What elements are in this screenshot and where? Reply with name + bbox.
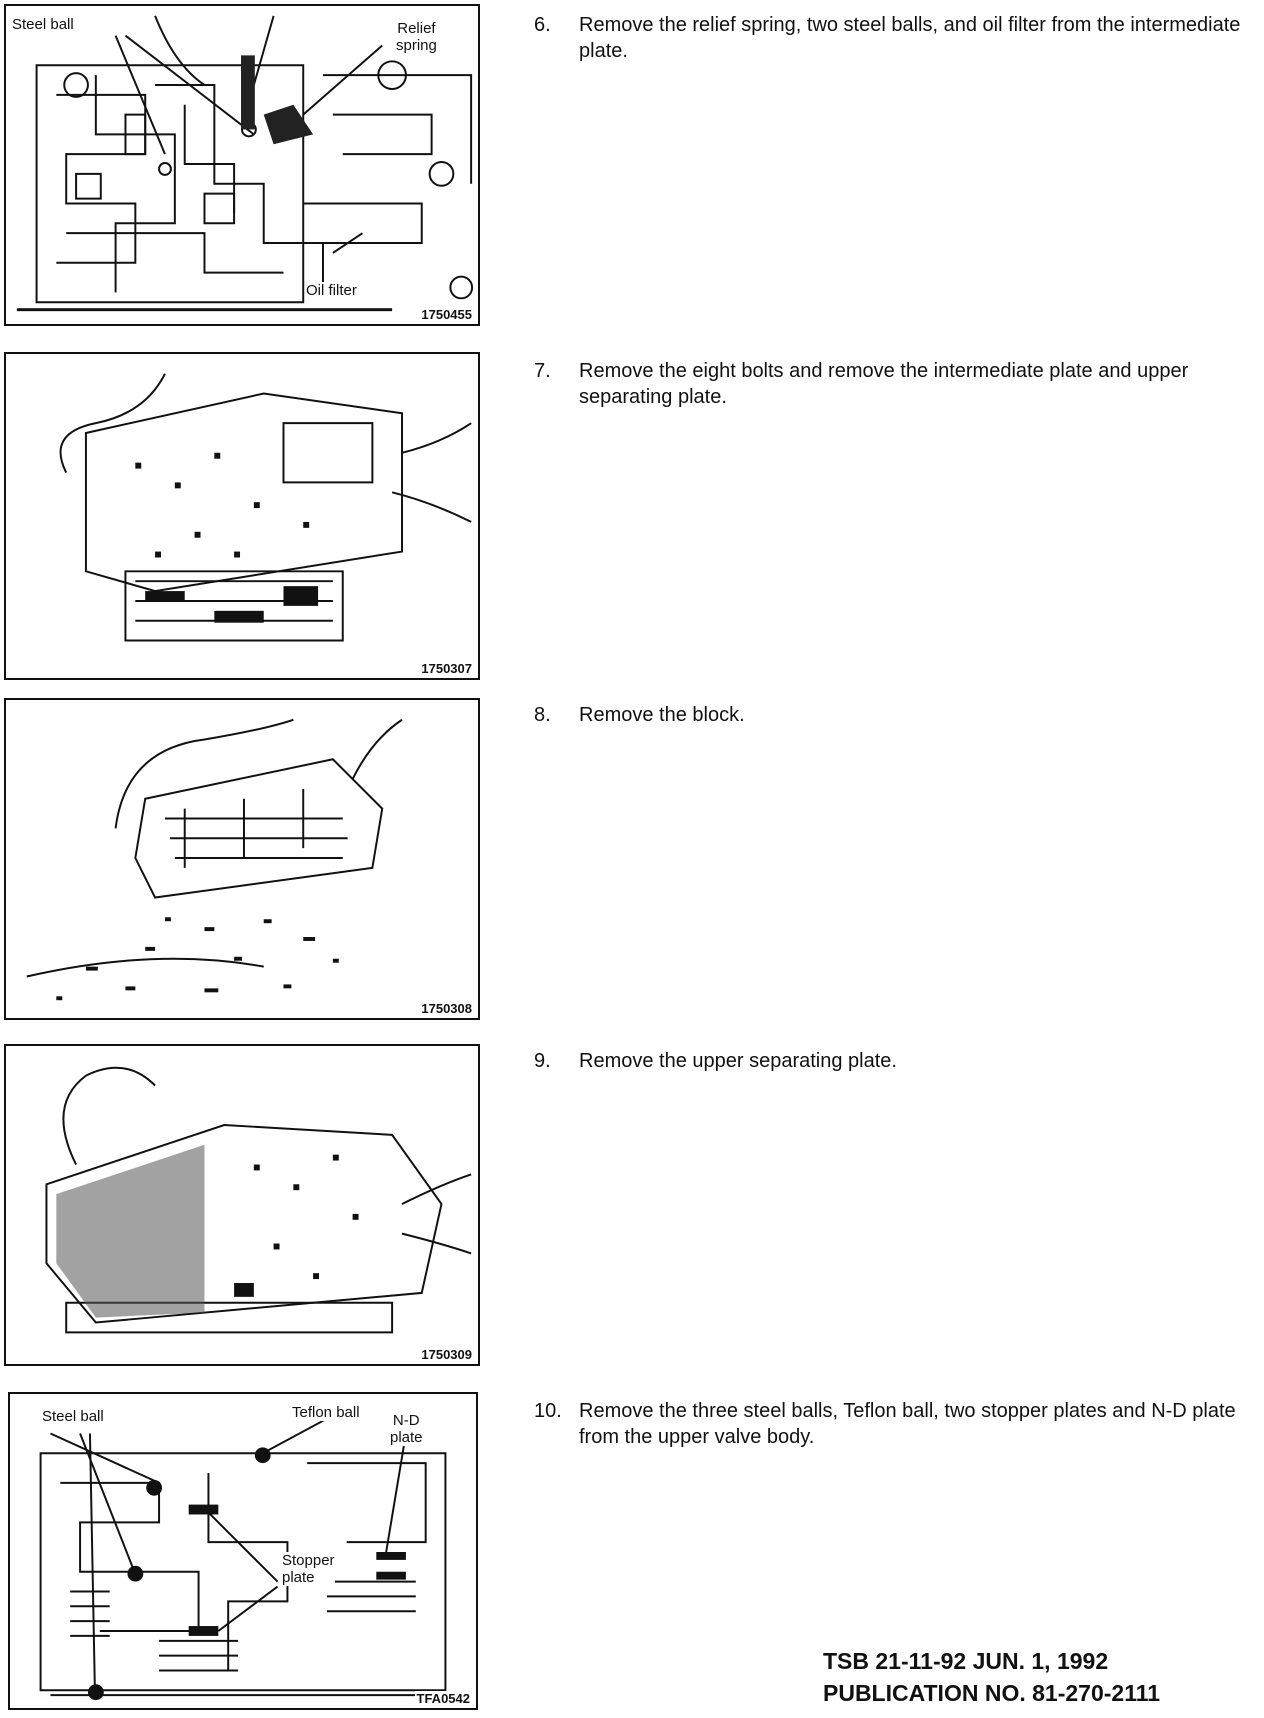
step-number: 6.	[534, 14, 551, 36]
step-text: Remove the relief spring, two steel ball…	[579, 14, 1241, 62]
block-lift-illustration	[26, 718, 403, 1001]
step-number: 9.	[534, 1050, 551, 1072]
step-text: Remove the block.	[579, 704, 745, 726]
step-number: 8.	[534, 704, 551, 726]
separating-plate-illustration	[45, 1066, 472, 1334]
upper-valve-body-illustration	[39, 1417, 447, 1701]
figure-separating-plate-removal: 1750309	[4, 1044, 480, 1366]
plate-lift-illustration	[59, 373, 472, 642]
steel-ball-label: Steel ball	[42, 1408, 104, 1425]
step-text: Remove the upper separating plate.	[579, 1050, 897, 1072]
stopper-plate-label: Stopper plate	[282, 1552, 335, 1586]
figure-number: 1750455	[419, 307, 474, 322]
step-number: 7.	[534, 360, 551, 382]
steel-ball-label: Steel ball	[12, 16, 74, 33]
figure-relief-spring-removal: Steel ball Relief spring Oil filter 1750…	[4, 4, 480, 326]
step-text: Remove the eight bolts and remove the in…	[579, 360, 1189, 408]
figure-number: TFA0542	[414, 1691, 472, 1706]
figure-number: 1750307	[419, 661, 474, 676]
oil-filter-label: Oil filter	[306, 282, 357, 299]
nd-plate-label: N-D plate	[390, 1412, 423, 1446]
figure-upper-valve-body: Steel ball Teflon ball N-D plate Stopper…	[8, 1392, 478, 1710]
step-text: Remove the three steel balls, Teflon bal…	[579, 1400, 1236, 1448]
step-number: 10.	[534, 1400, 562, 1422]
tsb-line: TSB 21-11-92 JUN. 1, 1992	[823, 1648, 1109, 1674]
figure-block-removal: 1750308	[4, 698, 480, 1020]
relief-spring-label: Relief spring	[396, 20, 437, 54]
figure-intermediate-plate-removal: 1750307	[4, 352, 480, 680]
figure-number: 1750309	[419, 1347, 474, 1362]
valve-body-illustration	[16, 15, 474, 312]
publication-number: PUBLICATION NO. 81-270-2111	[823, 1680, 1161, 1706]
figure-number: 1750308	[419, 1001, 474, 1016]
teflon-ball-label: Teflon ball	[292, 1404, 360, 1421]
